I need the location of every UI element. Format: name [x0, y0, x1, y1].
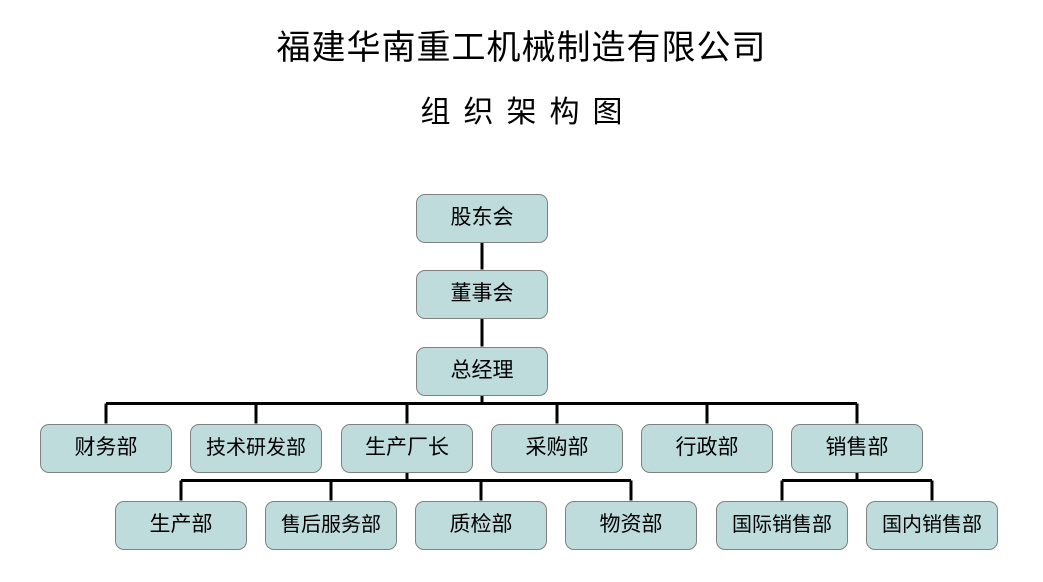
org-node-label: 总经理	[450, 357, 514, 382]
org-node-label: 生产部	[149, 511, 213, 536]
page-subtitle: 组织架构图	[420, 95, 636, 130]
org-node-n7[interactable]: 采购部	[491, 423, 623, 473]
org-node-n13[interactable]: 物资部	[565, 500, 697, 550]
org-node-n12[interactable]: 质检部	[415, 500, 547, 550]
org-node-label: 行政部	[675, 434, 739, 459]
org-node-label: 财务部	[74, 434, 138, 459]
org-node-label: 销售部	[825, 434, 889, 459]
org-node-n6[interactable]: 生产厂长	[341, 423, 473, 473]
org-node-n1[interactable]: 股东会	[416, 193, 548, 243]
org-node-label: 采购部	[525, 434, 589, 459]
org-node-n14[interactable]: 国际销售部	[716, 500, 848, 550]
org-node-label: 物资部	[599, 511, 663, 536]
org-node-label: 国内销售部	[882, 512, 982, 536]
org-node-n15[interactable]: 国内销售部	[866, 500, 998, 550]
org-node-label: 国际销售部	[732, 512, 832, 536]
org-node-n3[interactable]: 总经理	[416, 346, 548, 396]
org-node-n2[interactable]: 董事会	[416, 269, 548, 319]
org-node-n5[interactable]: 技术研发部	[190, 423, 322, 473]
org-node-label: 股东会	[450, 204, 514, 229]
org-node-label: 质检部	[449, 511, 513, 536]
org-node-n8[interactable]: 行政部	[641, 423, 773, 473]
org-node-n11[interactable]: 售后服务部	[265, 500, 397, 550]
org-node-n10[interactable]: 生产部	[115, 500, 247, 550]
org-node-label: 生产厂长	[365, 434, 449, 459]
org-node-n9[interactable]: 销售部	[791, 423, 923, 473]
org-node-label: 技术研发部	[206, 435, 306, 459]
org-node-label: 售后服务部	[281, 512, 381, 536]
org-node-n4[interactable]: 财务部	[40, 423, 172, 473]
org-node-label: 董事会	[450, 280, 514, 305]
page-title: 福建华南重工机械制造有限公司	[276, 28, 767, 68]
